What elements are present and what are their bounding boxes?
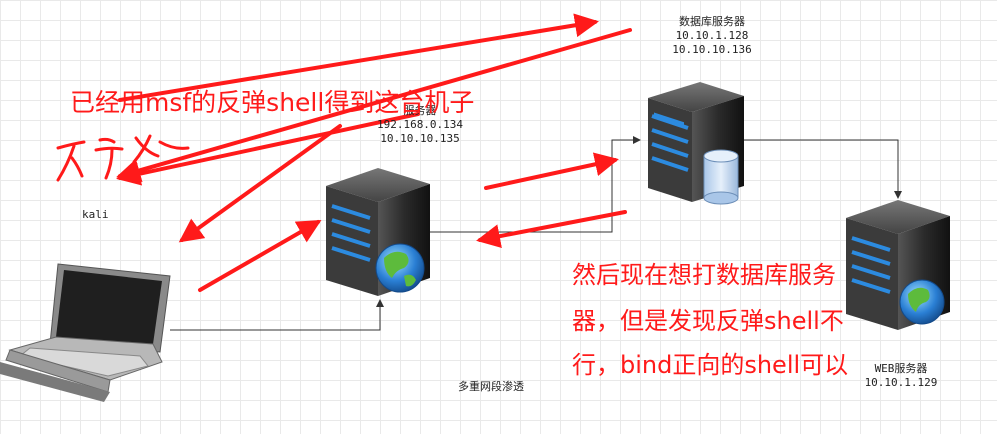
web-server-icon bbox=[846, 200, 950, 330]
pivot-server-title: 服务器 bbox=[403, 104, 437, 117]
annotation-top: 已经用msf的反弹shell得到这台机子 bbox=[70, 88, 475, 117]
db-server-ip2: 10.10.10.136 bbox=[672, 43, 752, 56]
annotation-right-line3: 行，bind正向的shell可以 bbox=[572, 351, 849, 379]
web-server-label: WEB服务器 10.10.1.129 bbox=[846, 362, 956, 390]
connector-pivot-to-db bbox=[430, 136, 641, 233]
annotation-right-line1: 然后现在想打数据库服务 bbox=[572, 261, 836, 289]
kali-laptop-icon bbox=[0, 263, 171, 402]
kali-label: kali bbox=[82, 208, 109, 221]
red-annotation-arrows bbox=[116, 13, 632, 292]
web-server-ip1: 10.10.1.129 bbox=[864, 376, 938, 389]
connector-db-to-web bbox=[742, 139, 902, 199]
annotation-right-line2: 器，但是发现反弹shell不 bbox=[572, 307, 844, 335]
annotation-handwriting: 不行 bbox=[60, 138, 62, 172]
web-server-title: WEB服务器 bbox=[874, 362, 928, 375]
diagram-caption: 多重网段渗透 bbox=[458, 380, 524, 393]
db-server-icon bbox=[648, 82, 744, 205]
db-server-title: 数据库服务器 bbox=[679, 15, 745, 28]
pivot-server-ip1: 192.168.0.134 bbox=[376, 118, 464, 131]
handwriting-scribble bbox=[56, 134, 190, 182]
pivot-server-ip2: 10.10.10.135 bbox=[380, 132, 460, 145]
pivot-server-label: 服务器 192.168.0.134 10.10.10.135 bbox=[360, 104, 480, 146]
db-server-label: 数据库服务器 10.10.1.128 10.10.10.136 bbox=[652, 15, 772, 57]
db-server-ip1: 10.10.1.128 bbox=[675, 29, 749, 42]
connector-kali-to-pivot bbox=[170, 299, 384, 331]
pivot-server-icon bbox=[326, 168, 430, 296]
